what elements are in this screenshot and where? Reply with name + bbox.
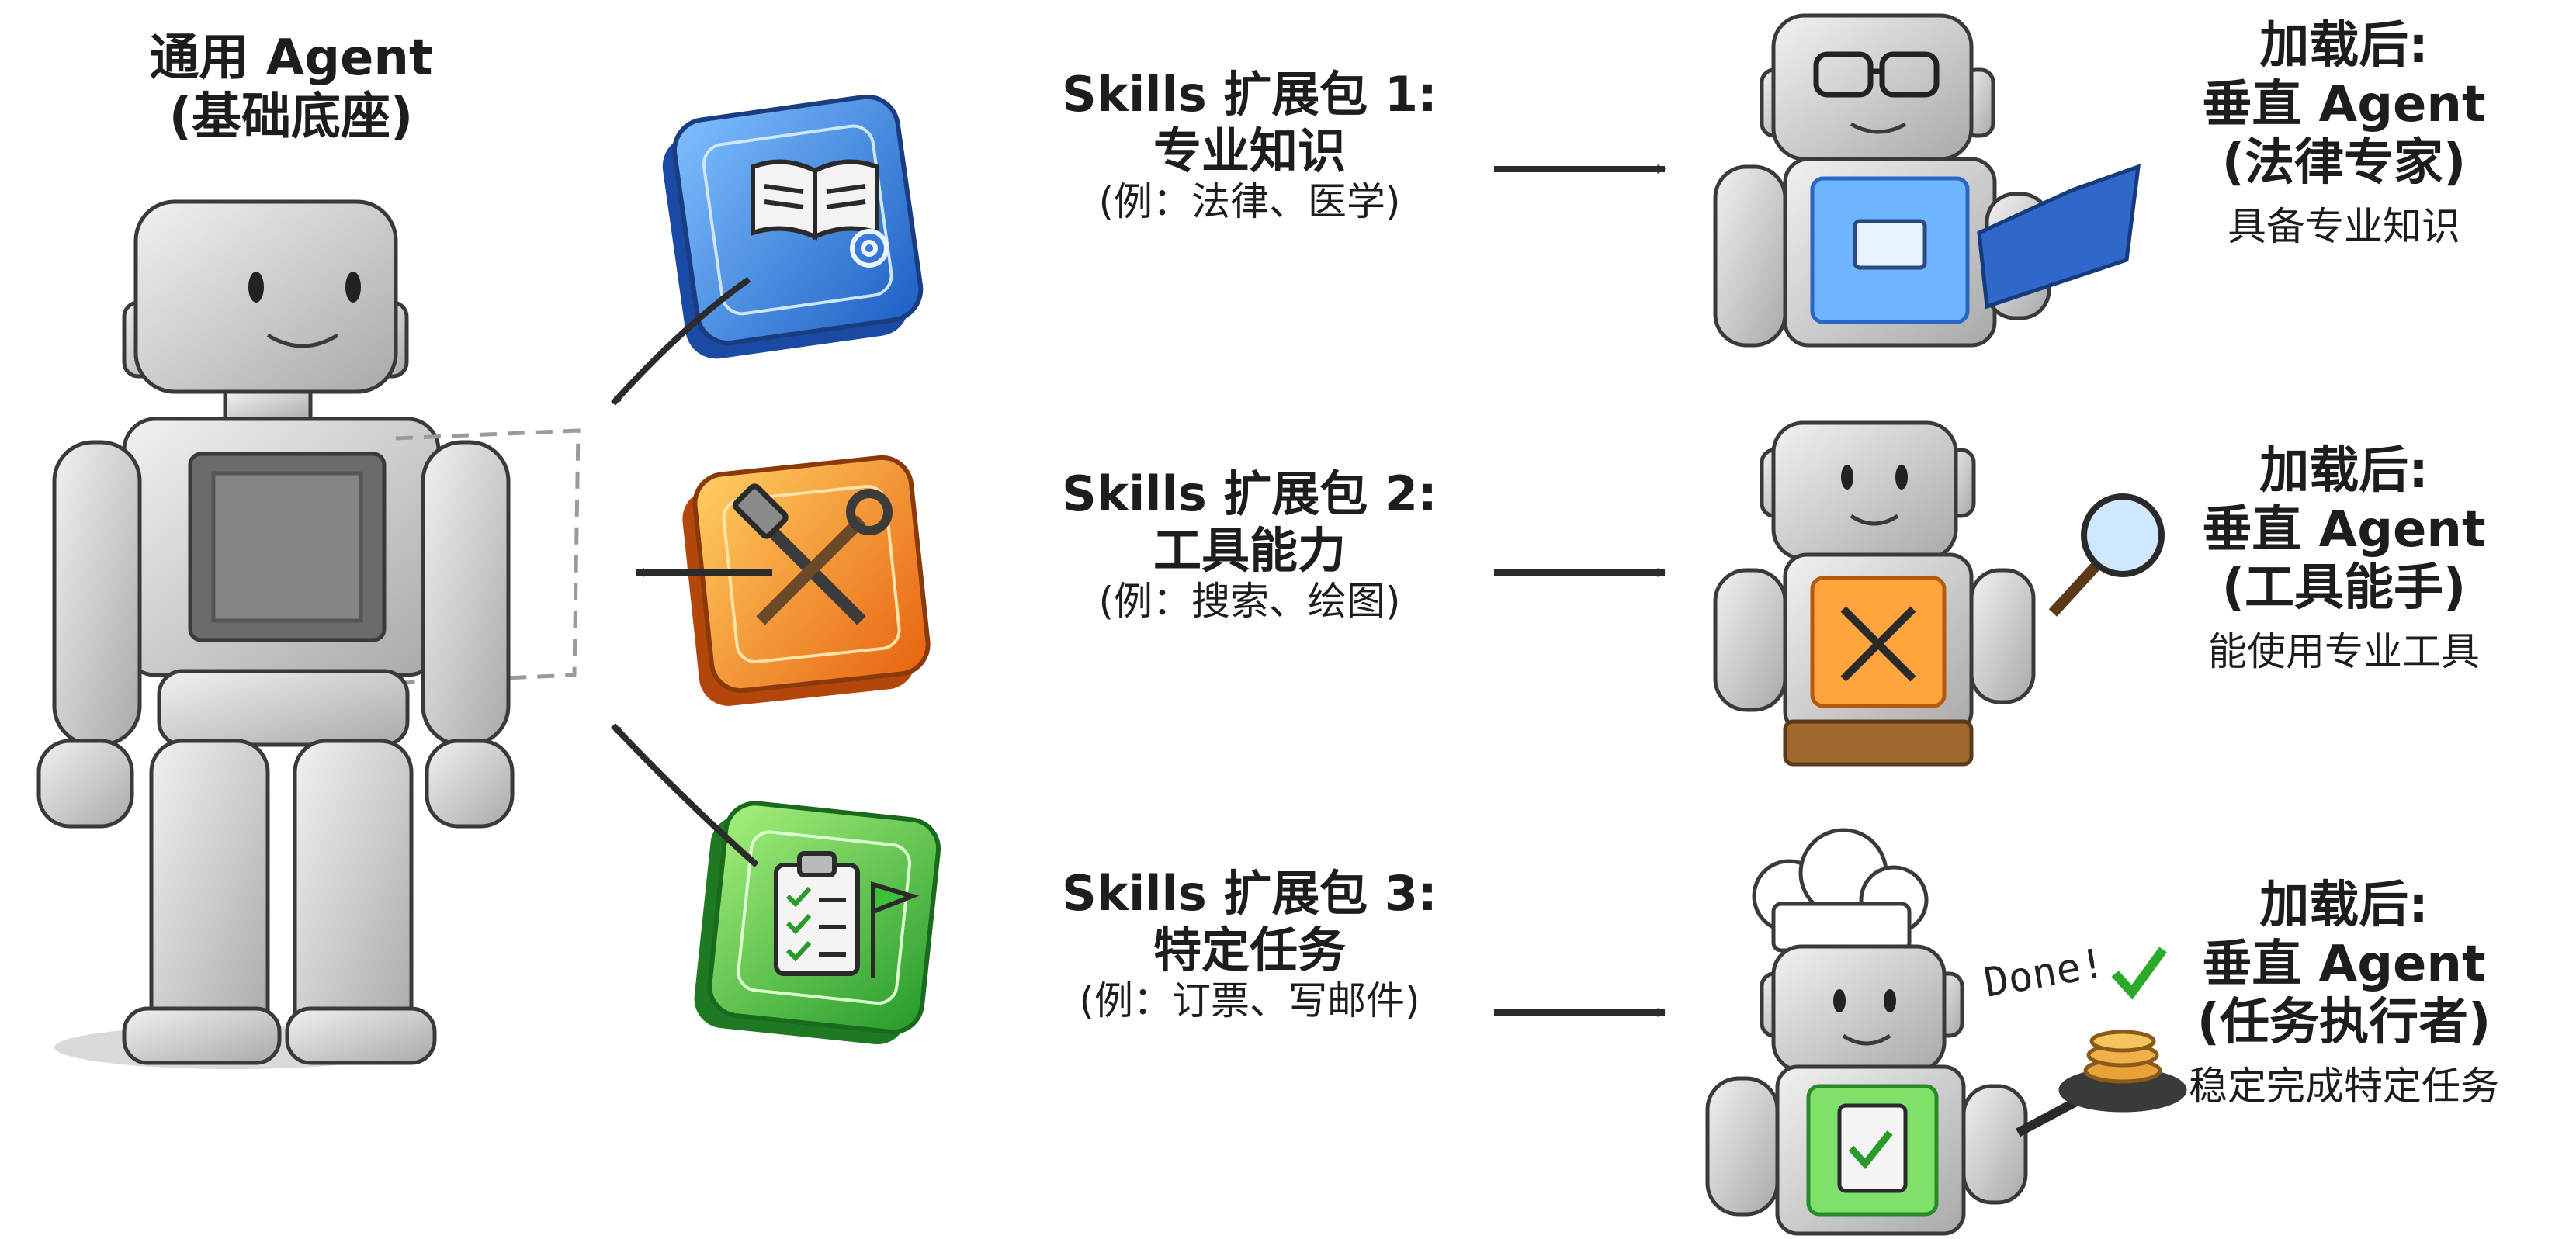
pack-2-name: 工具能力 [1153, 522, 1346, 580]
pack-1-name: 专业知识 [1153, 123, 1346, 180]
base-title: 通用 Agent [149, 29, 433, 87]
book-in-hand-icon [1977, 164, 2141, 310]
result-3-role: (任务执行者) [2196, 994, 2491, 1052]
pack-3-card [694, 801, 941, 1045]
arrows [611, 164, 1666, 1017]
magnifier-icon [2048, 493, 2165, 617]
result-1-prefix: 加载后: [2259, 17, 2429, 74]
result-3-desc: 稳定完成特定任务 [2189, 1063, 2499, 1109]
checklist-icon [774, 851, 920, 978]
done-text: Done! [1981, 940, 2109, 1007]
pack-1-title: Skills 扩展包 1: [1062, 66, 1437, 123]
result-1-title: 垂直 Agent [2202, 75, 2486, 133]
result-robot-3 [1705, 828, 2187, 1236]
result-3-title: 垂直 Agent [2202, 935, 2486, 993]
pack-3-title: Skills 扩展包 3: [1062, 865, 1437, 922]
result-2-desc: 能使用专业工具 [2208, 628, 2480, 674]
pack-2-card [682, 455, 931, 706]
result-2-prefix: 加载后: [2259, 442, 2429, 500]
pack-3-label: Skills 扩展包 3: 特定任务 (例：订票、写邮件) [1040, 865, 1459, 1024]
result-robot-2 [1713, 420, 2165, 767]
result-2-role: (工具能手) [2221, 559, 2467, 618]
result-3-label: 加载后: 垂直 Agent (任务执行者) 稳定完成特定任务 [2165, 877, 2522, 1109]
pack-1-label: Skills 扩展包 1: 专业知识 (例：法律、医学) [1040, 66, 1459, 225]
pack-3-name: 特定任务 [1153, 922, 1346, 979]
pack-2-label: Skills 扩展包 2: 工具能力 (例：搜索、绘图) [1040, 465, 1459, 625]
arrow-pack3-to-base [611, 723, 759, 867]
tools-icon [733, 483, 893, 625]
arrow-pack1-to-base [611, 276, 751, 406]
base-robot [36, 199, 581, 1069]
result-2-title: 垂直 Agent [2202, 500, 2486, 559]
pan-icon [2016, 1030, 2187, 1137]
base-subtitle: (基础底座) [168, 88, 414, 146]
result-1-label: 加载后: 垂直 Agent (法律专家) 具备专业知识 [2165, 17, 2522, 250]
result-robot-1 [1713, 13, 2141, 348]
pack-1-example: (例：法律、医学) [1098, 179, 1401, 225]
checkmark-icon [2111, 947, 2167, 1000]
gear-icon [850, 229, 889, 268]
pack-2-title: Skills 扩展包 2: [1062, 465, 1437, 522]
result-3-prefix: 加载后: [2259, 877, 2429, 934]
result-1-desc: 具备专业知识 [2228, 203, 2460, 249]
pack-3-example: (例：订票、写邮件) [1079, 978, 1420, 1024]
chef-hat-icon [1752, 828, 1929, 953]
result-1-role: (法律专家) [2221, 134, 2467, 192]
base-label: 通用 Agent (基础底座) [120, 29, 462, 147]
book-icon [751, 159, 879, 241]
pack-2-example: (例：搜索、绘图) [1098, 579, 1401, 625]
result-2-label: 加载后: 垂直 Agent (工具能手) 能使用专业工具 [2165, 442, 2522, 675]
